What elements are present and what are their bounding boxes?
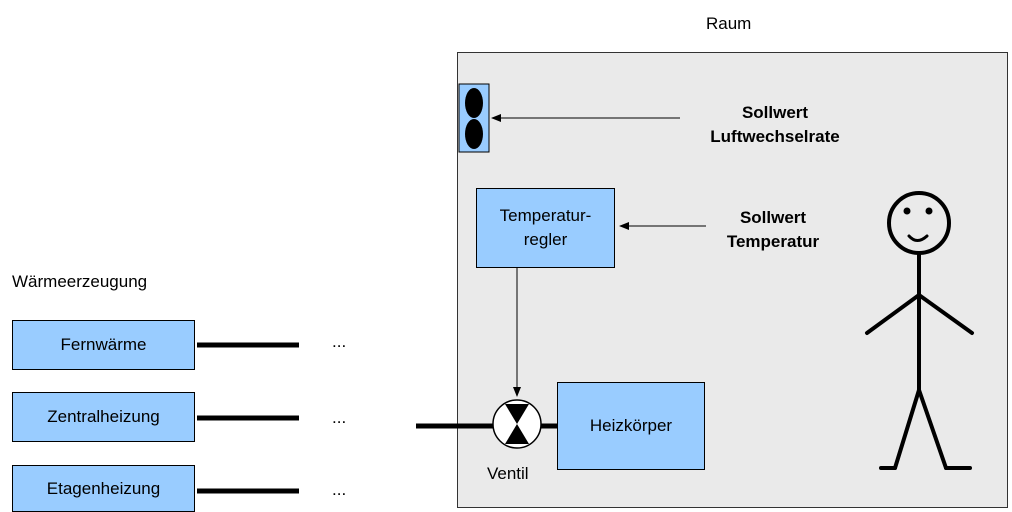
source-box-fernwaerme: Fernwärme (12, 320, 195, 370)
setpoint-air-exchange-label: Sollwert Luftwechselrate (690, 101, 860, 149)
valve-icon (492, 399, 542, 449)
temperature-controller-box: Temperatur- regler (476, 188, 615, 268)
setpoint-temperature-line2: Temperatur (726, 232, 820, 251)
heat-generation-label: Wärmeerzeugung (12, 272, 148, 291)
controller-label-line1: Temperatur- (499, 206, 592, 225)
fan-icon (458, 83, 490, 153)
room-label: Raum (706, 14, 752, 33)
source-box-zentralheizung: Zentralheizung (12, 392, 195, 442)
setpoint-temperature-line1: Sollwert (739, 208, 807, 227)
radiator-label: Heizkörper (589, 416, 673, 435)
valve-label: Ventil (487, 464, 529, 483)
source-label: Fernwärme (60, 335, 147, 354)
room-area (457, 52, 1008, 508)
source-box-etagenheizung: Etagenheizung (12, 465, 195, 512)
setpoint-air-exchange-line2: Luftwechselrate (710, 127, 840, 146)
setpoint-air-exchange-line1: Sollwert (741, 103, 809, 122)
source-label: Zentralheizung (47, 407, 160, 426)
continuation-dots: ... (332, 332, 347, 351)
controller-label-line2: regler (523, 230, 568, 249)
radiator-box: Heizkörper (557, 382, 705, 470)
continuation-dots: ... (332, 408, 347, 427)
source-label: Etagenheizung (46, 478, 161, 498)
person-icon (865, 191, 974, 470)
continuation-dots: ... (332, 480, 347, 499)
setpoint-temperature-label: Sollwert Temperatur (708, 206, 838, 254)
